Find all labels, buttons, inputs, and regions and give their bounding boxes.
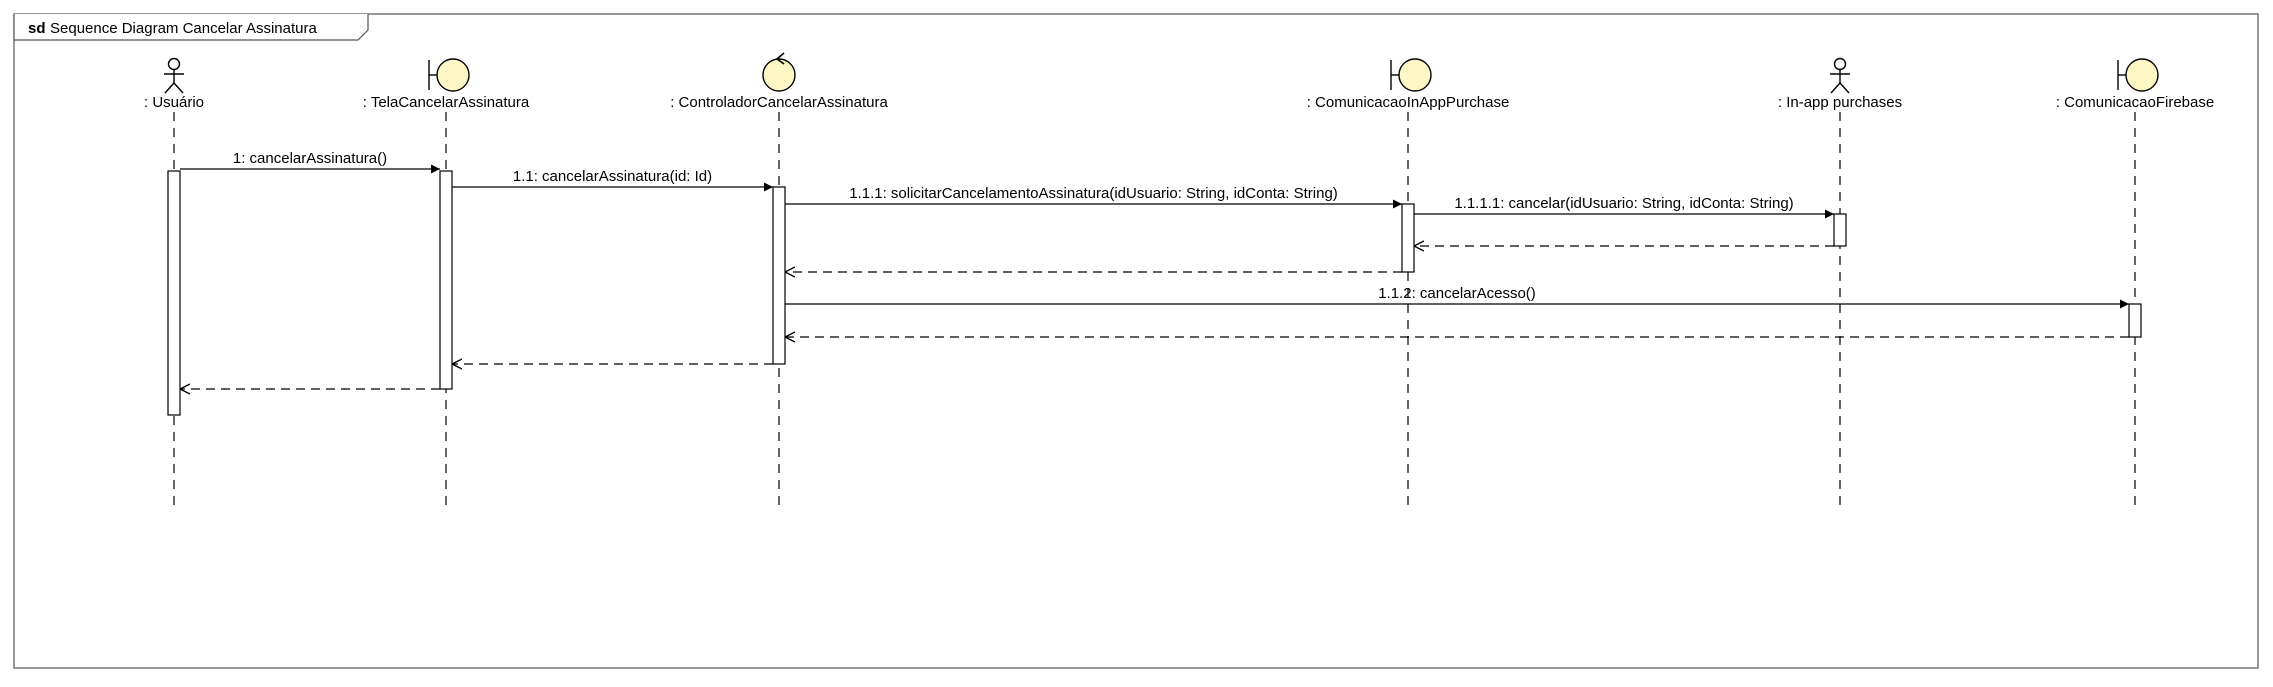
lifeline-label: : Usuário — [144, 94, 204, 111]
activation-bar — [1401, 203, 1415, 273]
message-label: 1.1.1.1: cancelar(idUsuario: String, idC… — [1454, 195, 1793, 212]
messages: 1: cancelarAssinatura() 1.1: cancelarAssi… — [180, 150, 2129, 389]
activations — [167, 170, 2142, 416]
lifeline-label: : ComunicacaoFirebase — [2056, 94, 2214, 111]
message-label: 1.1: cancelarAssinatura(id: Id) — [513, 168, 712, 185]
frame-title: Sequence Diagram Cancelar Assinatura — [50, 20, 317, 37]
lifelines: : Usuário : TelaCancelarAssinatura : Contr… — [144, 52, 2214, 512]
call-message: 1.1.1: solicitarCancelamentoAssinatura(i… — [785, 185, 1402, 209]
control-icon — [762, 52, 796, 92]
lifeline-label: : In-app purchases — [1778, 94, 1902, 111]
call-message: 1.1: cancelarAssinatura(id: Id) — [452, 168, 773, 192]
frame-keyword: sd — [28, 20, 46, 37]
activation-bar — [167, 170, 181, 416]
boundary-icon — [2117, 58, 2159, 92]
boundary-icon — [428, 58, 470, 92]
call-message: 1.1.1.1: cancelar(idUsuario: String, idC… — [1414, 195, 1834, 219]
lifeline-label: : ControladorCancelarAssinatura — [670, 94, 888, 111]
lifeline-label: : TelaCancelarAssinatura — [363, 94, 530, 111]
activation-bar — [2128, 303, 2142, 338]
call-message: 1: cancelarAssinatura() — [180, 150, 440, 174]
lifeline-label: : ComunicacaoInAppPurchase — [1307, 94, 1510, 111]
boundary-icon — [1390, 58, 1432, 92]
call-message: 1.1.2: cancelarAcesso() — [785, 285, 2129, 309]
actor-icon — [164, 57, 184, 94]
activation-bar — [439, 170, 453, 390]
activation-bar — [1833, 213, 1847, 247]
lifeline: : ControladorCancelarAssinatura — [670, 52, 888, 512]
message-label: 1: cancelarAssinatura() — [233, 150, 387, 167]
message-label: 1.1.2: cancelarAcesso() — [1378, 285, 1536, 302]
lifeline: : In-app purchases — [1778, 57, 1902, 512]
lifeline: : ComunicacaoInAppPurchase — [1307, 58, 1510, 512]
actor-icon — [1830, 57, 1850, 94]
frame: sd Sequence Diagram Cancelar Assinatura — [13, 13, 2259, 669]
message-label: 1.1.1: solicitarCancelamentoAssinatura(i… — [849, 185, 1338, 202]
activation-bar — [772, 186, 786, 365]
